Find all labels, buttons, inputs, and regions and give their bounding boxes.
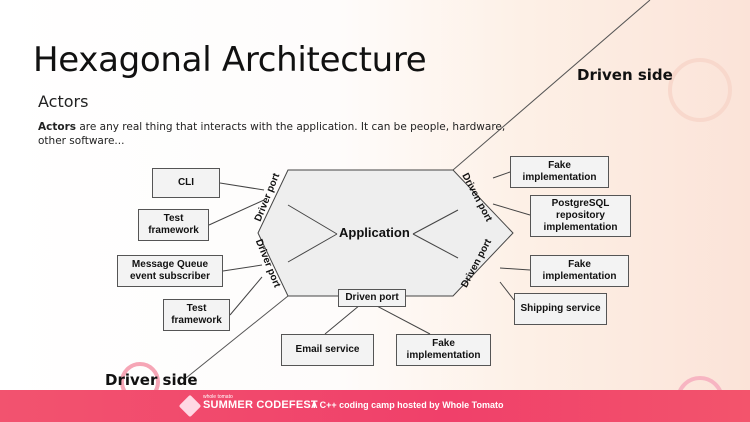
decorative-circle [668, 58, 732, 122]
connector-line [219, 182, 265, 191]
connector-line [412, 209, 459, 235]
driven-port-bottom: Driven port [338, 289, 406, 307]
connector-line [492, 203, 531, 216]
slide-title: Hexagonal Architecture [33, 40, 427, 80]
connector-line [492, 171, 511, 179]
actor-test-framework: Test framework [138, 209, 209, 241]
connector-line [324, 304, 361, 335]
actor-fake-implementation: Fake implementation [510, 156, 609, 188]
connector-line [374, 304, 431, 335]
footer-small-text: whole tomato [203, 394, 233, 400]
driven-side-divider [452, 0, 651, 171]
driver-side-label: Driver side [105, 371, 198, 389]
description-text: are any real thing that interacts with t… [38, 121, 506, 147]
connector-line [229, 276, 263, 316]
connector-line [222, 264, 263, 272]
footer-brand: SUMMER CODEFEST [203, 399, 318, 411]
driver-side-divider [185, 295, 289, 379]
application-hexagon [257, 169, 514, 297]
connector-line [287, 204, 338, 235]
footer-banner [0, 390, 750, 422]
actor-mq-subscriber: Message Queue event subscriber [117, 255, 223, 287]
slide-subtitle: Actors [38, 92, 89, 111]
actor-email-service: Email service [281, 334, 374, 366]
actor-cli: CLI [152, 168, 220, 198]
actor-postgresql-repository: PostgreSQL repository implementation [530, 195, 631, 237]
connector-line [499, 281, 515, 301]
actor-test-framework: Test framework [163, 299, 230, 331]
actor-fake-implementation: Fake implementation [530, 255, 629, 287]
actor-fake-implementation: Fake implementation [396, 334, 491, 366]
connector-line [287, 233, 338, 263]
slide-description: Actors are any real thing that interacts… [38, 120, 518, 148]
actor-shipping-service: Shipping service [514, 293, 607, 325]
driven-side-label: Driven side [577, 66, 673, 84]
connector-line [499, 267, 531, 271]
application-label: Application [339, 225, 410, 240]
connector-line [412, 233, 459, 259]
connector-line [208, 199, 265, 226]
footer-tagline: A C++ coding camp hosted by Whole Tomato [311, 400, 504, 410]
description-bold: Actors [38, 121, 77, 133]
